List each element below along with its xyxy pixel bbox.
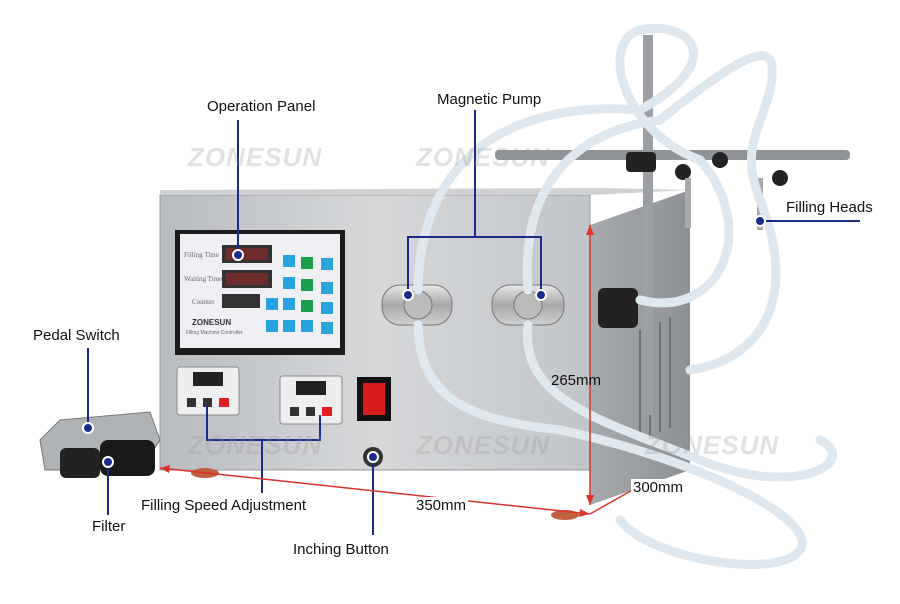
support-pole — [643, 35, 653, 415]
watermark: ZONESUN — [416, 430, 551, 460]
filter-right — [100, 440, 155, 476]
speed-controller-left — [176, 366, 240, 416]
dimension-depth: 300mm — [631, 479, 686, 496]
watermark: ZONESUN — [188, 430, 323, 460]
panel-subtitle: Filling Machine Controller — [186, 330, 243, 336]
watermark: ZONESUN — [416, 142, 551, 172]
counter-label: Counter — [192, 298, 215, 306]
label-filling-heads: Filling Heads — [786, 199, 873, 216]
panel-brand: ZONESUN — [192, 318, 231, 327]
label-magnetic-pump: Magnetic Pump — [437, 91, 542, 108]
watermark: ZONESUN — [645, 430, 780, 460]
filling-time-label: Filling Time — [184, 251, 219, 259]
dimension-height: 265mm — [551, 372, 602, 389]
callout-lines — [87, 110, 860, 535]
speed-controller-right — [279, 375, 343, 425]
waiting-time-label: Waiting Time — [184, 275, 222, 283]
pole-clamp — [598, 288, 638, 328]
watermark: ZONESUN — [188, 142, 323, 172]
filter-left — [60, 448, 100, 478]
tubes — [413, 24, 837, 569]
dimension-width: 350mm — [414, 497, 469, 514]
label-operation-panel: Operation Panel — [207, 98, 316, 115]
label-pedal-switch: Pedal Switch — [33, 327, 120, 344]
label-filling-speed-adjustment: Filling Speed Adjustment — [141, 497, 307, 514]
label-filter: Filter — [92, 518, 126, 535]
label-inching-button: Inching Button — [293, 541, 389, 558]
